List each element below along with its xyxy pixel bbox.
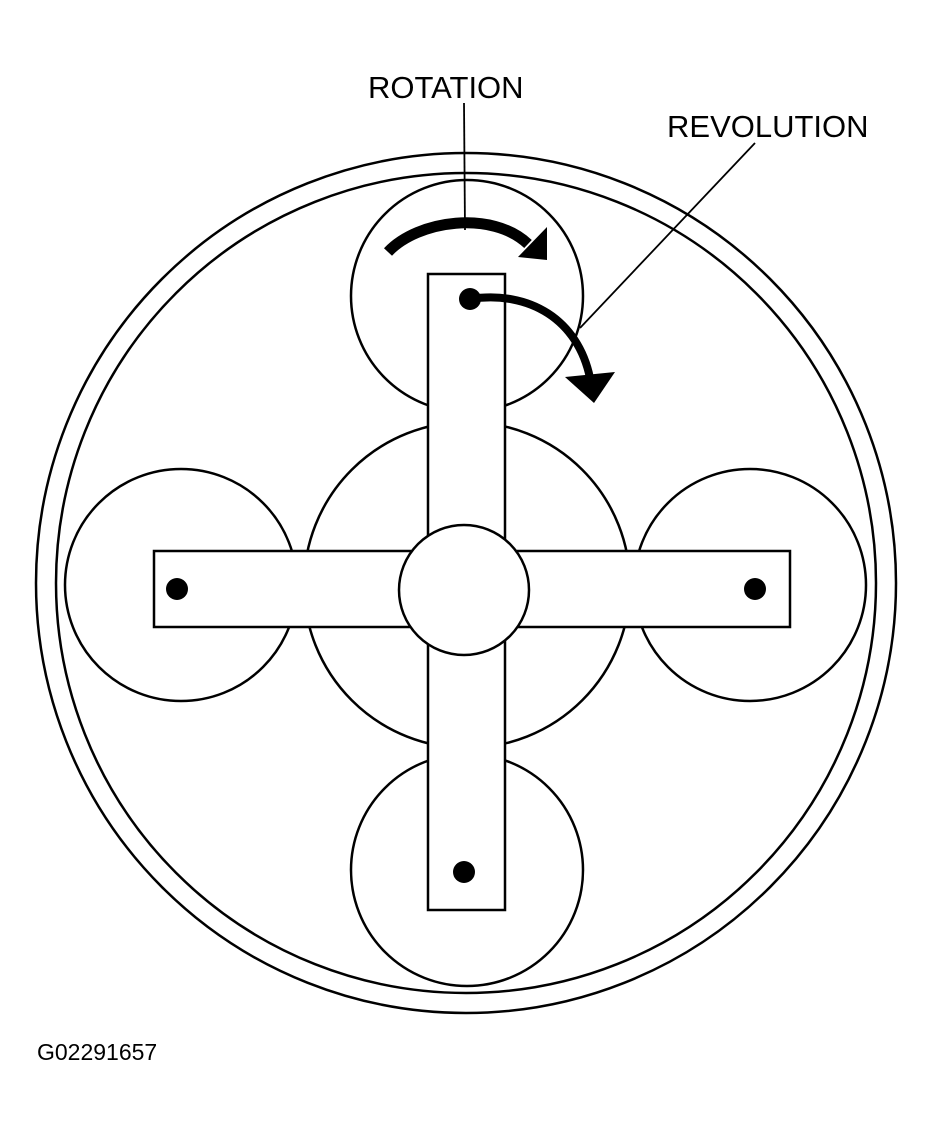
rotation-arrow xyxy=(383,217,547,260)
figure-id: G02291657 xyxy=(37,1039,157,1065)
carrier-hub xyxy=(397,523,531,657)
planet-pin-right xyxy=(744,578,766,600)
rotation-label: ROTATION xyxy=(368,70,524,105)
ring-gear-outer-edge xyxy=(34,151,898,1015)
planet-pin-bottom xyxy=(453,861,475,883)
revolution-leader-line xyxy=(579,142,756,329)
rotation-leader-line xyxy=(463,102,466,231)
revolution-label: REVOLUTION xyxy=(667,109,869,144)
ring-gear-inner-edge xyxy=(54,171,878,995)
revolution-arrow xyxy=(469,293,615,403)
planet-pin-left xyxy=(166,578,188,600)
